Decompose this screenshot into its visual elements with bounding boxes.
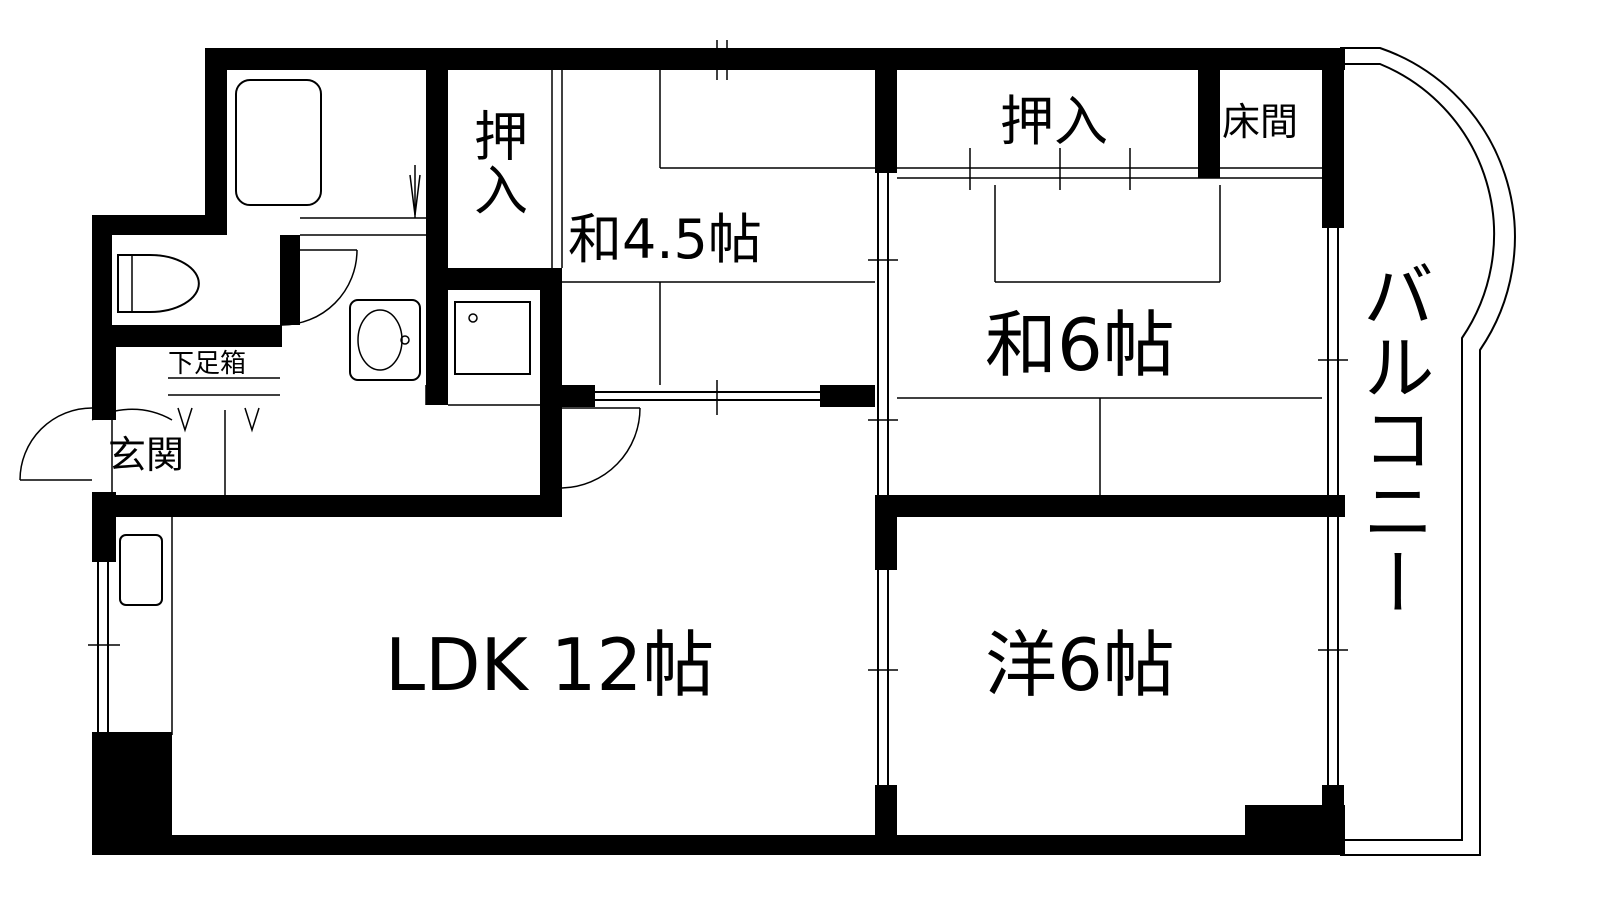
room-labels: LDK 12帖 和4.5帖 和6帖 洋6帖 押入 床間 下足箱 玄関 [108, 90, 1298, 707]
room-label-yoshitsu-6: 洋6帖 [985, 623, 1175, 707]
room-label-washitsu-45: 和4.5帖 [568, 208, 762, 271]
room-label-ldk: LDK 12帖 [385, 623, 714, 707]
vertical-labels: 押入 バルコニー [465, 108, 1435, 618]
label-tokonoma: 床間 [1222, 100, 1298, 144]
wash-basin [349, 299, 421, 381]
balcony-outline [1340, 47, 1516, 856]
detail-lines [88, 40, 1348, 785]
room-label-washitsu-6: 和6帖 [985, 303, 1175, 387]
door-swings [19, 249, 641, 489]
washing-machine-pan [454, 301, 531, 375]
fixtures [117, 79, 531, 606]
toilet [117, 254, 200, 313]
kitchen-sink [119, 534, 163, 606]
label-shoe-box: 下足箱 [168, 349, 246, 379]
bathtub [235, 79, 322, 206]
label-oshiire-right: 押入 [1000, 90, 1108, 153]
label-balcony: バルコニー [1350, 258, 1434, 618]
label-entrance: 玄関 [108, 433, 184, 477]
label-oshiire-left: 押入 [465, 108, 528, 216]
